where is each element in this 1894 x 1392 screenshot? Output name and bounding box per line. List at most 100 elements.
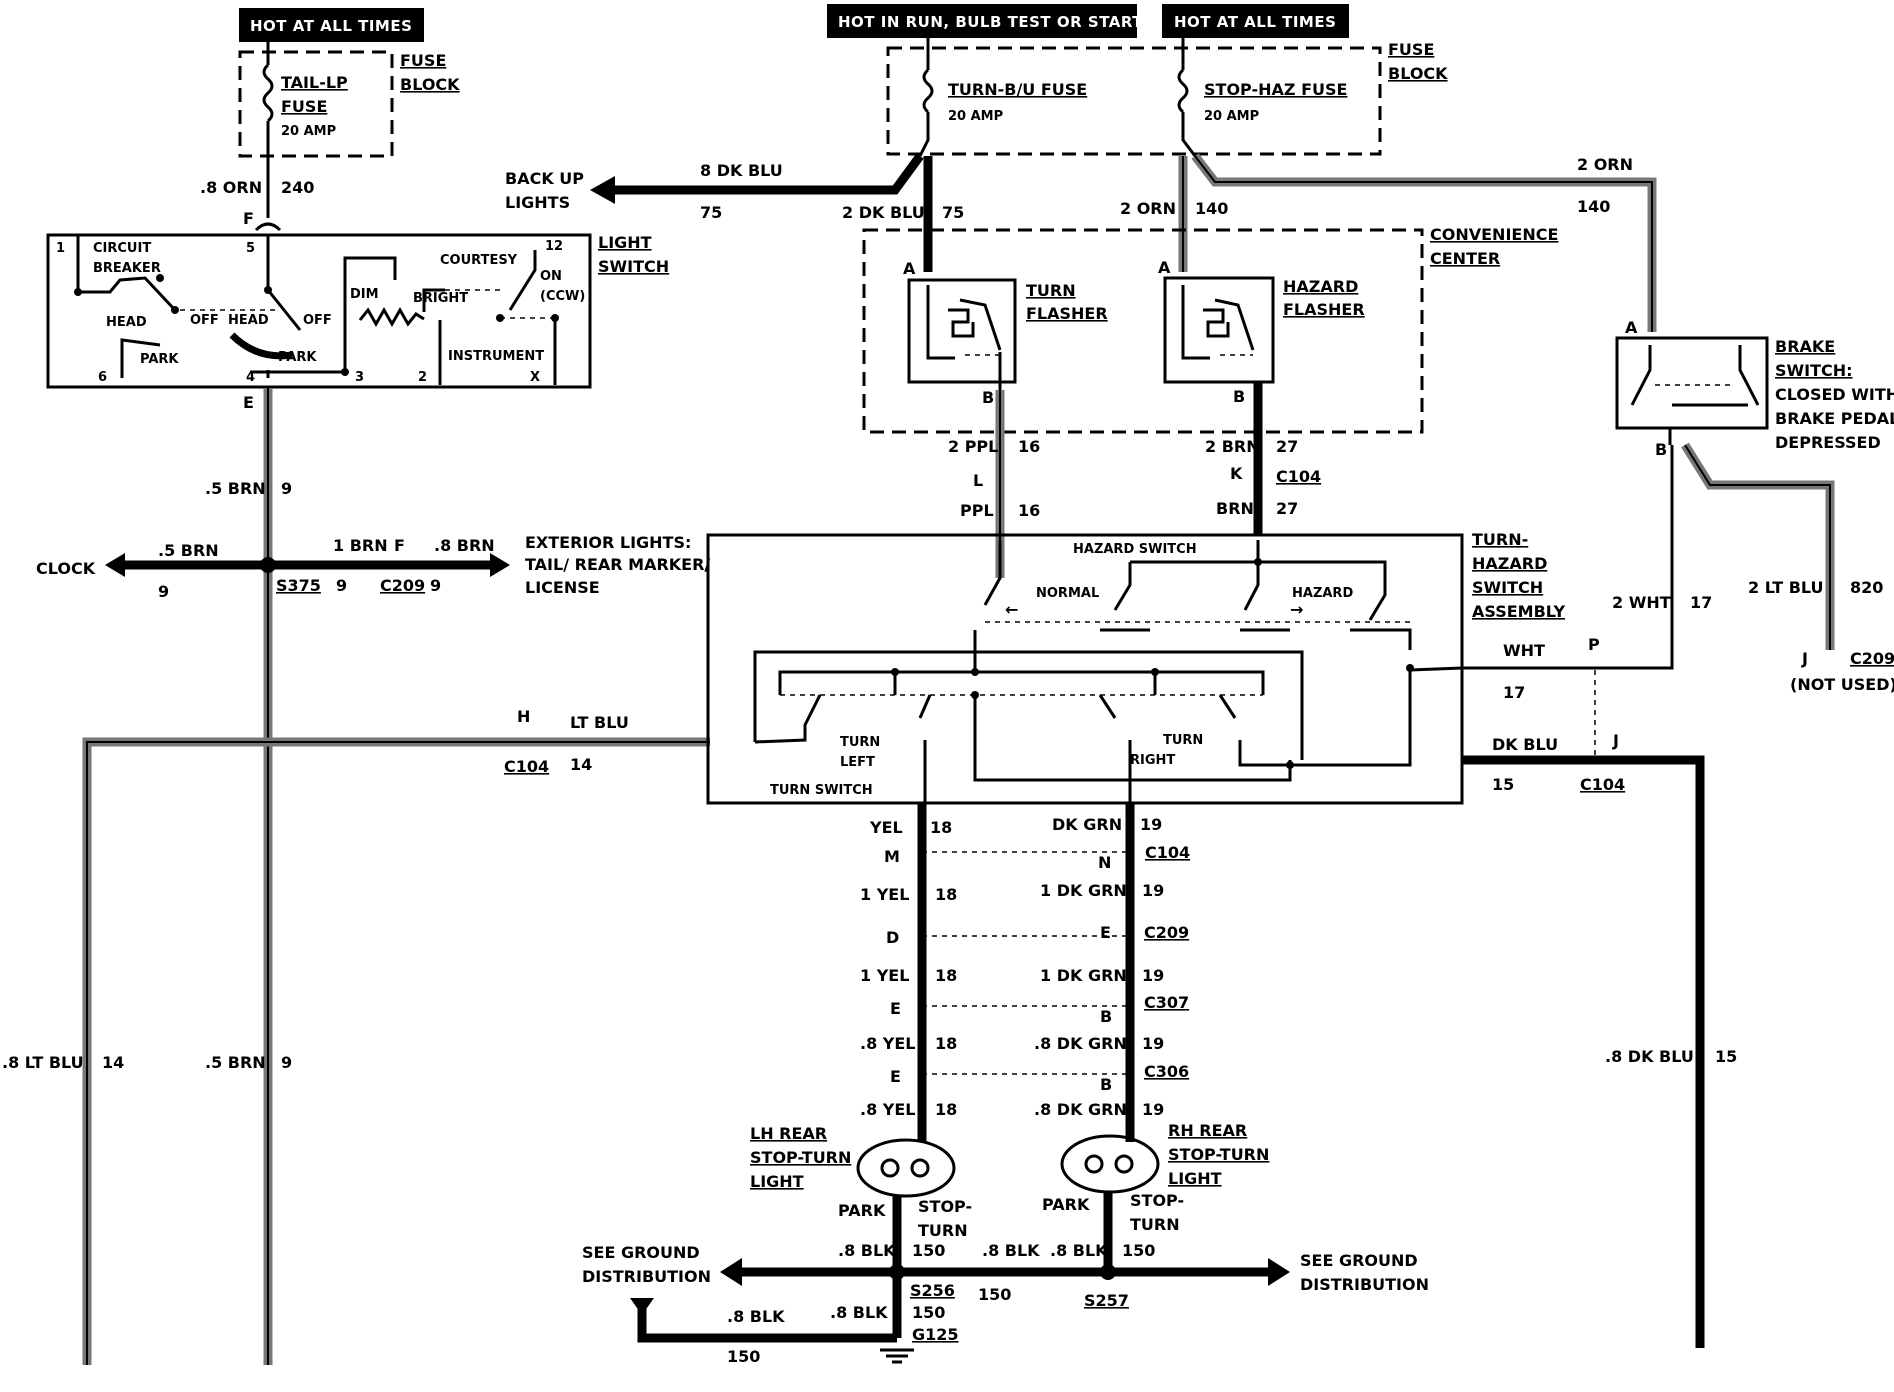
conn-F: F [243, 209, 254, 228]
svg-text:C307: C307 [1144, 993, 1189, 1012]
svg-text:2 WHT: 2 WHT [1612, 593, 1671, 612]
svg-text:9: 9 [281, 479, 292, 498]
svg-text:B: B [982, 388, 994, 407]
svg-text:TAIL/ REAR MARKER/: TAIL/ REAR MARKER/ [525, 555, 710, 574]
svg-text:8 DK BLU: 8 DK BLU [700, 161, 783, 180]
svg-text:ASSEMBLY: ASSEMBLY [1472, 602, 1565, 621]
wire-backup [610, 153, 924, 195]
svg-text:18: 18 [935, 1034, 957, 1053]
turn-flasher [907, 278, 1017, 384]
svg-text:C209: C209 [1850, 649, 1894, 668]
svg-text:E: E [890, 999, 901, 1018]
svg-text:15: 15 [1715, 1047, 1737, 1066]
svg-text:N: N [1098, 853, 1111, 872]
svg-text:TURN: TURN [1130, 1215, 1180, 1234]
svg-text:.8 BLK: .8 BLK [830, 1303, 888, 1322]
svg-text:150: 150 [912, 1241, 945, 1260]
svg-text:S256: S256 [910, 1281, 955, 1300]
svg-text:9: 9 [158, 582, 169, 601]
svg-text:PARK: PARK [838, 1201, 886, 1220]
svg-text:16: 16 [1018, 501, 1040, 520]
svg-text:C104: C104 [1276, 467, 1321, 486]
svg-text:BREAKER: BREAKER [93, 261, 161, 276]
svg-text:LIGHT: LIGHT [750, 1172, 804, 1191]
svg-text:STOP-TURN: STOP-TURN [750, 1148, 851, 1167]
svg-text:C209: C209 [380, 576, 425, 595]
svg-text:HEAD: HEAD [228, 313, 269, 328]
svg-text:DEPRESSED: DEPRESSED [1775, 433, 1881, 452]
svg-text:C104: C104 [1145, 843, 1190, 862]
svg-text:DISTRIBUTION: DISTRIBUTION [1300, 1275, 1429, 1294]
svg-text:.8 BLK: .8 BLK [982, 1241, 1040, 1260]
svg-text:HAZARD SWITCH: HAZARD SWITCH [1073, 542, 1197, 557]
svg-text:20 AMP: 20 AMP [948, 109, 1003, 124]
svg-text:14: 14 [570, 755, 592, 774]
svg-text:DIM: DIM [350, 287, 379, 302]
splice-s257 [1100, 1264, 1116, 1280]
light-switch-box [46, 233, 592, 389]
svg-text:E: E [1100, 923, 1111, 942]
svg-text:150: 150 [912, 1303, 945, 1322]
hazard-flasher [1163, 276, 1275, 384]
svg-text:5: 5 [246, 241, 255, 256]
svg-text:CLOSED WITH: CLOSED WITH [1775, 385, 1894, 404]
svg-text:X: X [530, 370, 540, 385]
svg-text:27: 27 [1276, 437, 1298, 456]
circuit-breaker-line [76, 236, 177, 312]
svg-text:F: F [394, 536, 405, 555]
svg-text:2 PPL: 2 PPL [948, 437, 998, 456]
svg-text:C104: C104 [504, 757, 549, 776]
svg-text:B: B [1100, 1075, 1112, 1094]
svg-text:SWITCH: SWITCH [1472, 578, 1543, 597]
svg-text:.5 BRN: .5 BRN [205, 1053, 266, 1072]
fuse-left-icon [262, 63, 274, 123]
svg-text:A: A [1158, 258, 1171, 277]
arrow-left-normal: ← [1005, 600, 1018, 619]
svg-text:20 AMP: 20 AMP [1204, 109, 1259, 124]
svg-text:RIGHT: RIGHT [1130, 753, 1175, 768]
svg-text:(NOT USED): (NOT USED) [1790, 675, 1894, 694]
svg-text:140: 140 [1195, 199, 1228, 218]
svg-text:OFF: OFF [303, 313, 332, 328]
svg-text:3: 3 [355, 370, 364, 385]
svg-text:1 BRN: 1 BRN [333, 536, 388, 555]
svg-text:SEE GROUND: SEE GROUND [1300, 1251, 1418, 1270]
svg-text:C306: C306 [1144, 1062, 1189, 1081]
wire-8orn: .8 ORN [200, 178, 262, 197]
svg-text:EXTERIOR LIGHTS:: EXTERIOR LIGHTS: [525, 533, 691, 552]
svg-text:1 DK GRN: 1 DK GRN [1040, 966, 1127, 985]
svg-text:FLASHER: FLASHER [1026, 304, 1108, 323]
svg-text:STOP-TURN: STOP-TURN [1168, 1145, 1269, 1164]
svg-text:LT BLU: LT BLU [570, 713, 629, 732]
svg-text:2: 2 [418, 370, 427, 385]
clock-label: CLOCK [36, 559, 96, 578]
svg-text:.8 DK BLU: .8 DK BLU [1605, 1047, 1694, 1066]
svg-text:BACK UP: BACK UP [505, 169, 584, 188]
lh-rear-stop-turn-light [856, 1138, 956, 1198]
svg-text:E: E [890, 1067, 901, 1086]
svg-text:B: B [1100, 1007, 1112, 1026]
svg-text:H: H [517, 707, 530, 726]
svg-text:19: 19 [1142, 966, 1164, 985]
fuse-turn-icon [922, 68, 934, 114]
svg-text:75: 75 [700, 203, 722, 222]
svg-text:TURN: TURN [1163, 733, 1203, 748]
svg-text:OFF: OFF [190, 313, 219, 328]
svg-text:2 ORN: 2 ORN [1120, 199, 1176, 218]
svg-text:ON: ON [540, 269, 562, 284]
svg-text:CIRCUIT: CIRCUIT [93, 241, 151, 256]
svg-text:PARK: PARK [140, 352, 179, 367]
svg-text:DISTRIBUTION: DISTRIBUTION [582, 1267, 711, 1286]
turn-hazard-switch-assembly [706, 533, 1464, 805]
fuse-block-right [886, 46, 1382, 156]
svg-text:150: 150 [978, 1285, 1011, 1304]
ground-right-arrow-icon [1268, 1258, 1290, 1286]
splice-s256 [889, 1264, 905, 1280]
svg-text:19: 19 [1142, 881, 1164, 900]
svg-text:C209: C209 [1144, 923, 1189, 942]
svg-text:BRAKE PEDAL: BRAKE PEDAL [1775, 409, 1894, 428]
svg-text:FUSE: FUSE [1388, 40, 1434, 59]
svg-text:P: P [1588, 635, 1600, 654]
header-left-bg [239, 8, 424, 42]
svg-text:.8 DK GRN: .8 DK GRN [1034, 1034, 1127, 1053]
